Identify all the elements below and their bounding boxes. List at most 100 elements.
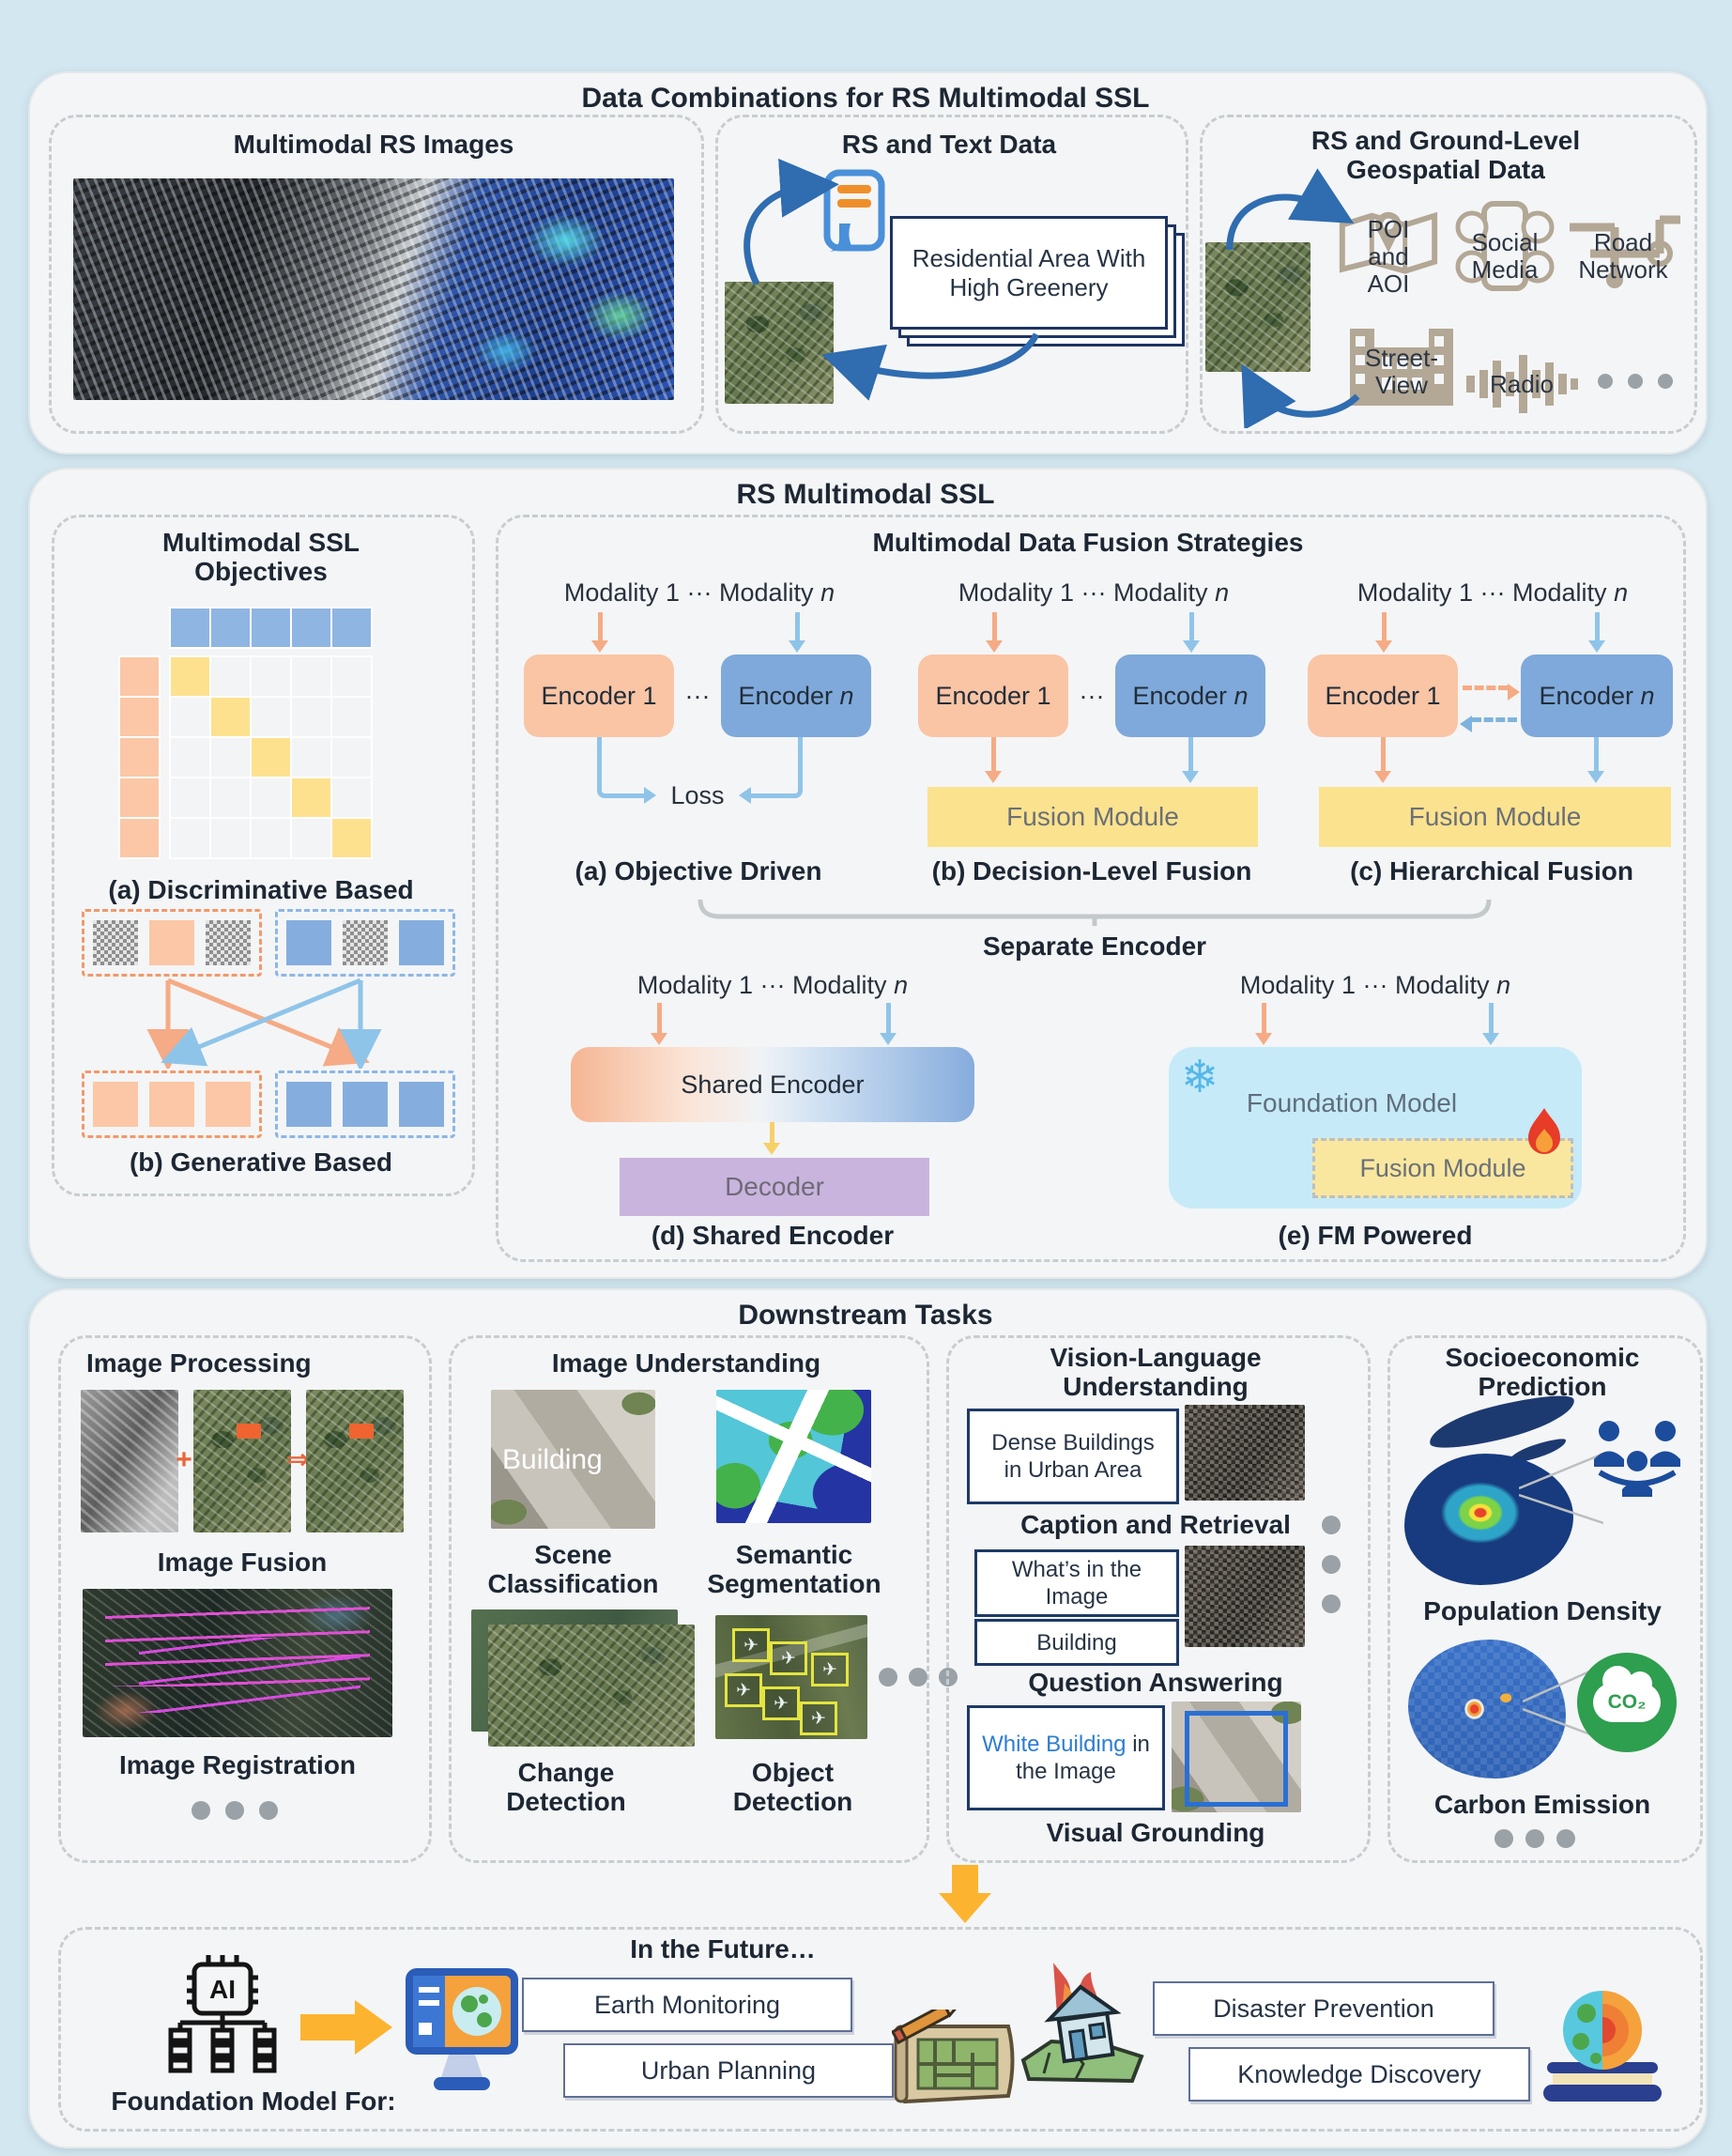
semantic-segmentation-image [716,1390,871,1523]
box-rs-ground-data [1200,115,1697,434]
urban-planning-box: Urban Planning [563,2043,894,2098]
vg-rest: in the Image [1016,1732,1150,1784]
encoder-n-b: Encoder n [1115,654,1265,737]
matrix-blue-row [169,607,373,649]
foundation-model-label: Foundation Model [1246,1088,1458,1117]
arrow-d-yellow [763,1122,780,1155]
arrow-c-e1-to-en [1463,684,1520,701]
ellipsis-icon [1322,1516,1341,1613]
population-density-label: Population Density [1423,1596,1662,1625]
fusion-input-gray [81,1390,178,1532]
future-title: In the Future… [630,1934,816,1964]
fusion-roof-orange-1 [237,1424,261,1439]
arrow-a-m1 [591,612,608,653]
object-detection-label: Object Detection [732,1758,853,1816]
text-card: Residential Area With High Greenery [890,216,1168,330]
fusion-plus: + [176,1444,192,1475]
multimodal-rs-image [73,178,674,400]
label-decision-level: (b) Decision-Level Fusion [931,856,1252,886]
enc-dots-b: ··· [1079,682,1105,710]
fusion-module-e: Fusion Module [1312,1138,1573,1198]
scene-tag: Building [502,1444,603,1475]
arrow-e-m1 [1255,1003,1272,1045]
encoder-n-a: Encoder n [721,654,871,737]
arrow-d-mn [880,1003,897,1045]
fusion-module-b: Fusion Module [927,787,1258,847]
ellipsis-icon [192,1801,278,1820]
semantic-segmentation-label: Semantic Segmentation [707,1540,881,1598]
answer-box: Building [974,1619,1179,1666]
tasks-title: Downstream Tasks [738,1300,993,1331]
visual-grounding-box: White Building in the Image [967,1705,1165,1810]
disaster-house-icon [1020,1963,1144,2084]
arrow-d-m1 [651,1003,667,1045]
arrow-a-mn [789,612,805,653]
caption-text-box: Dense Buildings in Urban Area [967,1409,1179,1504]
box-image-processing [58,1335,432,1863]
box-ssl-objectives [52,515,475,1196]
social-media-label: Social Media [1471,228,1539,284]
shared-encoder: Shared Encoder [571,1047,974,1122]
text-card-label: Residential Area With High Greenery [912,243,1146,301]
matrix-grid [169,655,373,859]
foundation-model-for-label: Foundation Model For: [111,2087,396,2116]
fusion-module-c: Fusion Module [1319,787,1671,847]
ssl-title: RS Multimodal SSL [736,479,995,510]
mod-row-a: Modality 1 ··· Modality n [563,578,835,607]
earth-monitoring-box: Earth Monitoring [522,1978,852,2032]
elbow-a-right-head [739,787,764,804]
co2-label: CO₂ [1607,1691,1647,1713]
vision-language-title: Vision-Language Understanding [1050,1343,1262,1401]
poi-aoi-label: POI and AOI [1367,214,1410,298]
disaster-prevention-box: Disaster Prevention [1153,1981,1494,2036]
gen-cross-arrows [146,978,382,1069]
mod-row-b: Modality 1 ··· Modality n [958,578,1230,607]
people-icon [1594,1421,1680,1497]
radio-label: Radio [1490,369,1554,398]
box-socioeconomic [1387,1335,1703,1863]
gen-top-orange [82,909,262,977]
arrow-b-en [1182,737,1199,783]
top-title: Data Combinations for RS Multimodal SSL [581,83,1150,114]
generative-label: (b) Generative Based [129,1147,393,1177]
visual-grounding-image [1172,1702,1301,1812]
arrow-c-e1 [1374,737,1391,783]
gen-bottom-blue [275,1070,455,1138]
grounding-bbox [1185,1711,1288,1807]
elbow-a-left-head [631,787,656,804]
ai-foundation-model-icon: AI [168,1955,277,2073]
urban-map-pencil-icon [892,2010,1015,2104]
mod-row-e: Modality 1 ··· Modality n [1239,971,1511,999]
downstream-to-future-arrow [939,1865,991,1923]
fusion-input-color [193,1390,291,1532]
encoder-1-a: Encoder 1 [524,654,674,737]
mod-row-d: Modality 1 ··· Modality n [636,971,909,999]
image-processing-title: Image Processing [86,1348,312,1378]
registration-image [83,1589,392,1737]
gen-bottom-orange [82,1070,262,1138]
change-detection-label: Change Detection [506,1758,626,1816]
poi-aoi-icon: POI and AOI [1333,199,1444,314]
arrow-c-en-to-e1 [1460,716,1517,732]
box-vision-language [946,1335,1371,1863]
label-fm-powered: (e) FM Powered [1278,1221,1473,1250]
question-box: What’s in the Image [974,1549,1179,1617]
co2-icon: CO₂ [1577,1653,1677,1752]
mod-row-c: Modality 1 ··· Modality n [1356,578,1629,607]
gen-top-blue [275,909,455,977]
rs-text-cycle-arrows [743,158,1040,401]
road-network-icon: Road Network [1562,199,1684,314]
object-detection-image: ✈ ✈ ✈ ✈ ✈ ✈ [715,1615,867,1739]
elbow-a-left [597,737,651,798]
question-answering-label: Question Answering [1028,1668,1283,1697]
population-density-map [1404,1454,1573,1585]
population-connector-lines [1519,1452,1603,1525]
earth-monitor-icon [406,1968,518,2090]
fusion-arrow: ⇒ [285,1444,310,1475]
rs-images-title: Multimodal RS Images [233,130,514,159]
fire-icon [1528,1108,1560,1154]
rs-text-sat-image [725,282,834,404]
label-hierarchical: (c) Hierarchical Fusion [1350,856,1633,886]
discriminative-label: (a) Discriminative Based [108,875,414,904]
